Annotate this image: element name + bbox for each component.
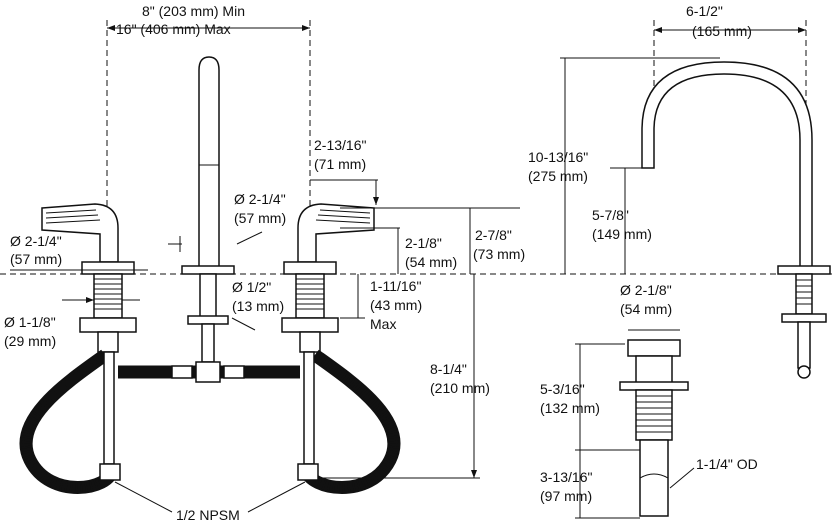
label-shank-dia-mm: (29 mm) — [4, 333, 56, 349]
spout-dia-leader — [236, 231, 263, 245]
label-spout-dia-mm: (57 mm) — [234, 210, 286, 226]
right-handle-texture — [315, 209, 371, 224]
left-handle-base — [81, 261, 135, 275]
side-supply-end — [797, 365, 811, 379]
label-tail-len: 3-13/16" — [540, 469, 592, 485]
label-deck-max: Max — [370, 316, 396, 332]
arrow — [86, 297, 94, 303]
hose-nut-left — [171, 365, 193, 379]
left-handle-texture — [45, 209, 101, 224]
label-spout-dia: Ø 2-1/4" — [234, 191, 286, 207]
label-tail-od: 1-1/4" OD — [696, 456, 758, 472]
right-mount-nut — [281, 317, 339, 333]
side-spout — [641, 61, 813, 269]
label-handle-base-h-mm: (54 mm) — [405, 254, 457, 270]
label-handle-total-h: 2-7/8" — [475, 227, 512, 243]
label-supply-dia-mm: (13 mm) — [232, 298, 284, 314]
left-shank-thread — [94, 278, 122, 310]
spout-body — [198, 56, 220, 269]
left-hose-braid — [21, 350, 117, 493]
spout-shank — [199, 273, 217, 323]
right-valve — [299, 331, 321, 353]
arrow — [471, 470, 477, 478]
side-spout-base — [777, 265, 831, 275]
tail-break — [639, 473, 669, 479]
right-hose-braid — [301, 350, 399, 493]
arrow — [302, 25, 310, 31]
left-valve — [97, 331, 119, 353]
label-npsm: 1/2 NPSM — [176, 507, 240, 523]
label-deck-thickness: 1-11/16" — [370, 278, 421, 294]
arrow — [107, 25, 115, 31]
label-reach-mm: (165 mm) — [692, 23, 752, 39]
label-drain-len: 5-3/16" — [540, 381, 585, 397]
left-handle — [41, 203, 119, 263]
label-drain-dia: Ø 2-1/8" — [620, 282, 672, 298]
spout-nut — [187, 315, 229, 325]
od-leader — [669, 467, 695, 489]
arrow — [373, 197, 379, 205]
drain-flange — [627, 339, 681, 357]
label-handle-height: 2-13/16" — [314, 137, 366, 153]
supply-dia-leader — [231, 317, 256, 331]
label-handle-total-h-mm: (73 mm) — [473, 246, 525, 262]
label-reach: 6-1/2" — [686, 3, 723, 19]
drain-tailpiece — [639, 439, 669, 517]
npsm-leaders — [114, 481, 306, 513]
label-outlet-height: 5-7/8" — [592, 207, 629, 223]
label-tail-len-mm: (97 mm) — [540, 488, 592, 504]
label-handle-dia: Ø 2-1/4" — [10, 233, 62, 249]
label-handle-height-mm: (71 mm) — [314, 156, 366, 172]
label-handle-dia-mm: (57 mm) — [10, 251, 62, 267]
label-drain-len-mm: (132 mm) — [540, 400, 600, 416]
right-shank — [295, 273, 325, 319]
right-shank-thread — [296, 278, 324, 310]
right-supply-tube — [303, 351, 315, 465]
arrow — [798, 27, 806, 33]
drain-nut — [619, 381, 689, 391]
spout-base — [181, 265, 235, 275]
left-supply-tube — [103, 351, 115, 465]
label-supply-dia: Ø 1/2" — [232, 279, 271, 295]
hose-nut-right — [223, 365, 245, 379]
left-shank — [93, 273, 123, 319]
side-supply — [797, 321, 811, 369]
left-npsm-fitting — [99, 463, 121, 481]
side-spout-nut — [781, 313, 827, 323]
label-outlet-height-mm: (149 mm) — [592, 226, 652, 242]
right-handle — [297, 203, 375, 263]
label-below-deck-mm: (210 mm) — [430, 380, 490, 396]
right-npsm-fitting — [297, 463, 319, 481]
spout-supply — [201, 323, 215, 363]
left-mount-nut — [79, 317, 137, 333]
label-drain-dia-mm: (54 mm) — [620, 301, 672, 317]
drain-thread — [636, 395, 672, 433]
label-spread-min: 8" (203 mm) Min — [142, 3, 245, 19]
label-shank-dia: Ø 1-1/8" — [4, 314, 56, 330]
label-spout-height: 10-13/16" — [528, 149, 588, 165]
side-shank-thread — [796, 279, 812, 305]
tee-fitting — [195, 361, 221, 383]
label-deck-thickness-mm: (43 mm) — [370, 297, 422, 313]
arrow — [654, 27, 662, 33]
label-below-deck: 8-1/4" — [430, 361, 467, 377]
right-handle-base — [283, 261, 337, 275]
label-spread-max: 16" (406 mm) Max — [116, 21, 231, 37]
label-handle-base-h: 2-1/8" — [405, 235, 442, 251]
label-spout-height-mm: (275 mm) — [528, 168, 588, 184]
